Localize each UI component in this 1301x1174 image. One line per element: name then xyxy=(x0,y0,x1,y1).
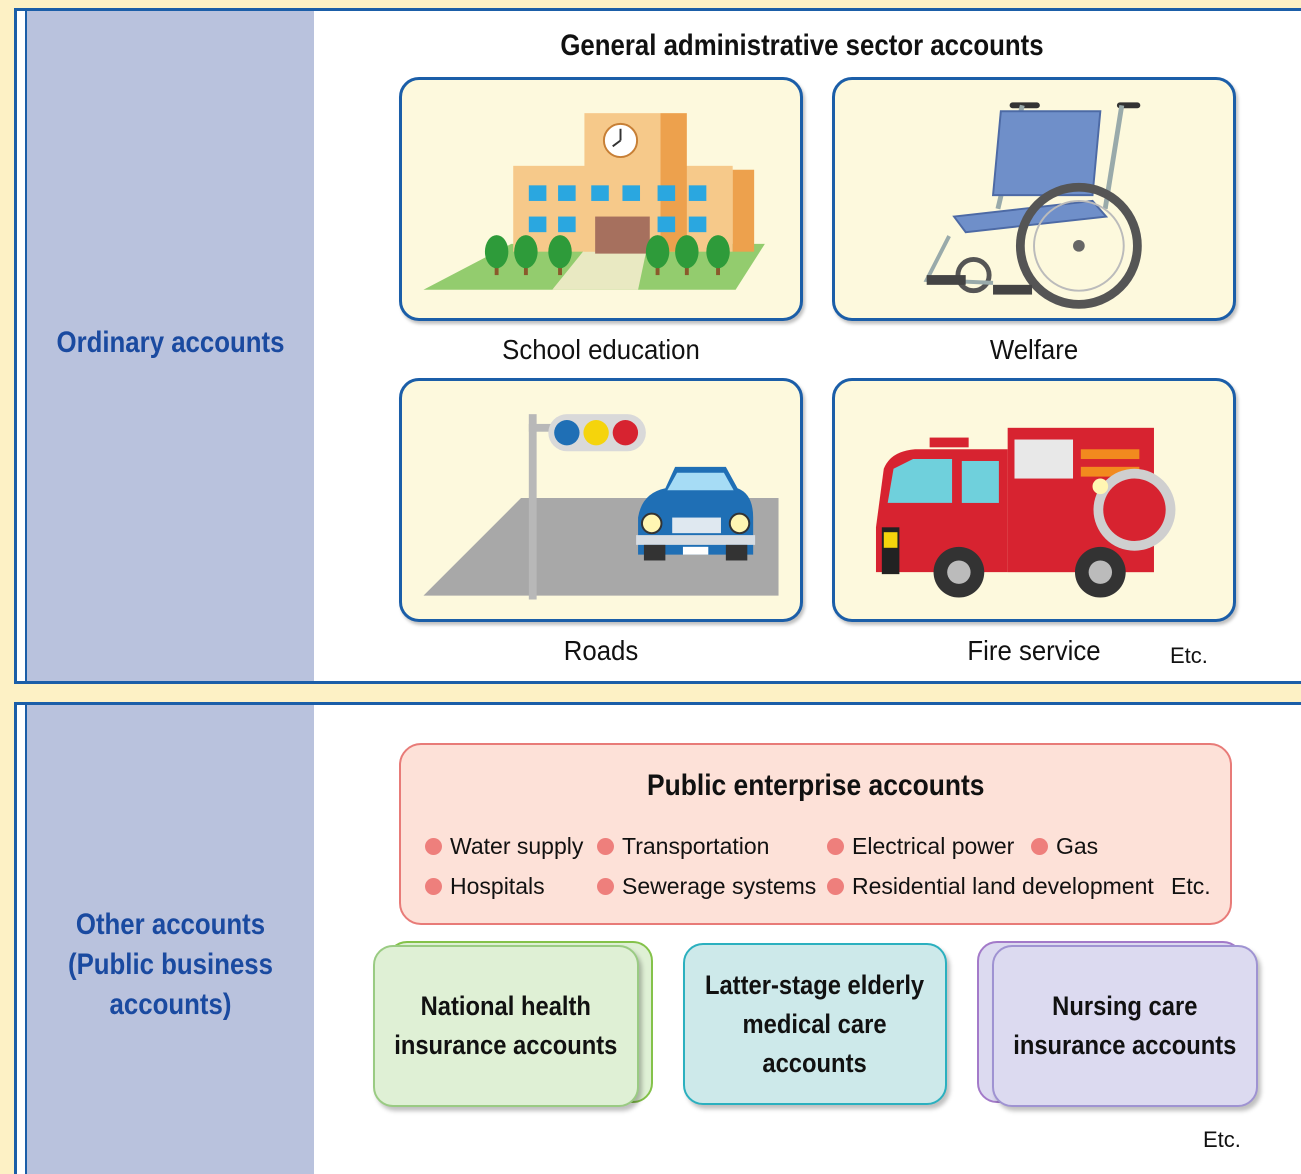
ordinary-etc: Etc. xyxy=(1170,643,1208,668)
public-enterprise-etc: Etc. xyxy=(1171,873,1211,899)
pe-item-water-supply: Water supply xyxy=(425,833,583,860)
traffic-light-car-icon xyxy=(423,414,779,600)
nhi-line-1: National health xyxy=(420,991,592,1021)
school-building-icon xyxy=(423,113,765,290)
public-enterprise-title: Public enterprise accounts xyxy=(646,769,985,802)
elderly-line-1: Latter-stage elderly xyxy=(705,969,925,1000)
welfare-card xyxy=(832,77,1236,321)
other-etc: Etc. xyxy=(1203,1127,1241,1152)
nursing-line-1: Nursing care xyxy=(1052,991,1198,1021)
bullet-dot xyxy=(1031,838,1048,855)
public-enterprise-box: Public enterprise accounts Water supply … xyxy=(399,743,1232,925)
roads-card xyxy=(399,378,803,622)
other-accounts-label-line-1: Other accounts xyxy=(75,908,266,941)
welfare-caption: Welfare xyxy=(989,334,1079,365)
elderly-line-3: accounts xyxy=(762,1047,868,1078)
nursing-line-2: insurance accounts xyxy=(1013,1030,1237,1060)
pe-item-hospitals: Hospitals xyxy=(425,873,545,900)
wheelchair-icon xyxy=(923,102,1142,309)
bullet-dot xyxy=(597,878,614,895)
latter-stage-elderly-box: Latter-stage elderly medical care accoun… xyxy=(683,943,947,1105)
other-accounts-label-line-2: (Public business xyxy=(67,948,274,981)
fire-engine-icon xyxy=(875,427,1176,598)
bullet-dot xyxy=(827,878,844,895)
pe-item-transportation: Transportation xyxy=(597,833,769,860)
nhi-line-2: insurance accounts xyxy=(394,1030,618,1060)
pe-item-residential-land: Residential land development xyxy=(827,873,1154,900)
roads-caption: Roads xyxy=(563,635,639,666)
nursing-care-insurance-box: Nursing care insurance accounts xyxy=(992,945,1258,1107)
elderly-line-2: medical care xyxy=(743,1008,887,1039)
ordinary-side-band: Ordinary accounts xyxy=(25,11,314,681)
other-accounts-label-line-3: accounts) xyxy=(109,988,232,1021)
bullet-dot xyxy=(425,878,442,895)
pe-item-gas: Gas xyxy=(1031,833,1098,860)
fire-service-caption: Fire service xyxy=(967,635,1101,666)
ordinary-accounts-panel: Ordinary accounts General administrative… xyxy=(14,8,1301,684)
bullet-dot xyxy=(597,838,614,855)
school-education-caption: School education xyxy=(502,334,700,365)
bullet-dot xyxy=(827,838,844,855)
pe-item-sewerage: Sewerage systems xyxy=(597,873,816,900)
school-education-card xyxy=(399,77,803,321)
ordinary-accounts-label: Ordinary accounts xyxy=(56,326,285,359)
other-side-band: Other accounts (Public business accounts… xyxy=(25,705,314,1174)
other-accounts-panel: Other accounts (Public business accounts… xyxy=(14,702,1301,1174)
fire-service-card xyxy=(832,378,1236,622)
bullet-dot xyxy=(425,838,442,855)
general-admin-heading: General administrative sector accounts xyxy=(559,29,1044,62)
national-health-insurance-box: National health insurance accounts xyxy=(373,945,639,1107)
pe-item-electrical-power: Electrical power xyxy=(827,833,1014,860)
